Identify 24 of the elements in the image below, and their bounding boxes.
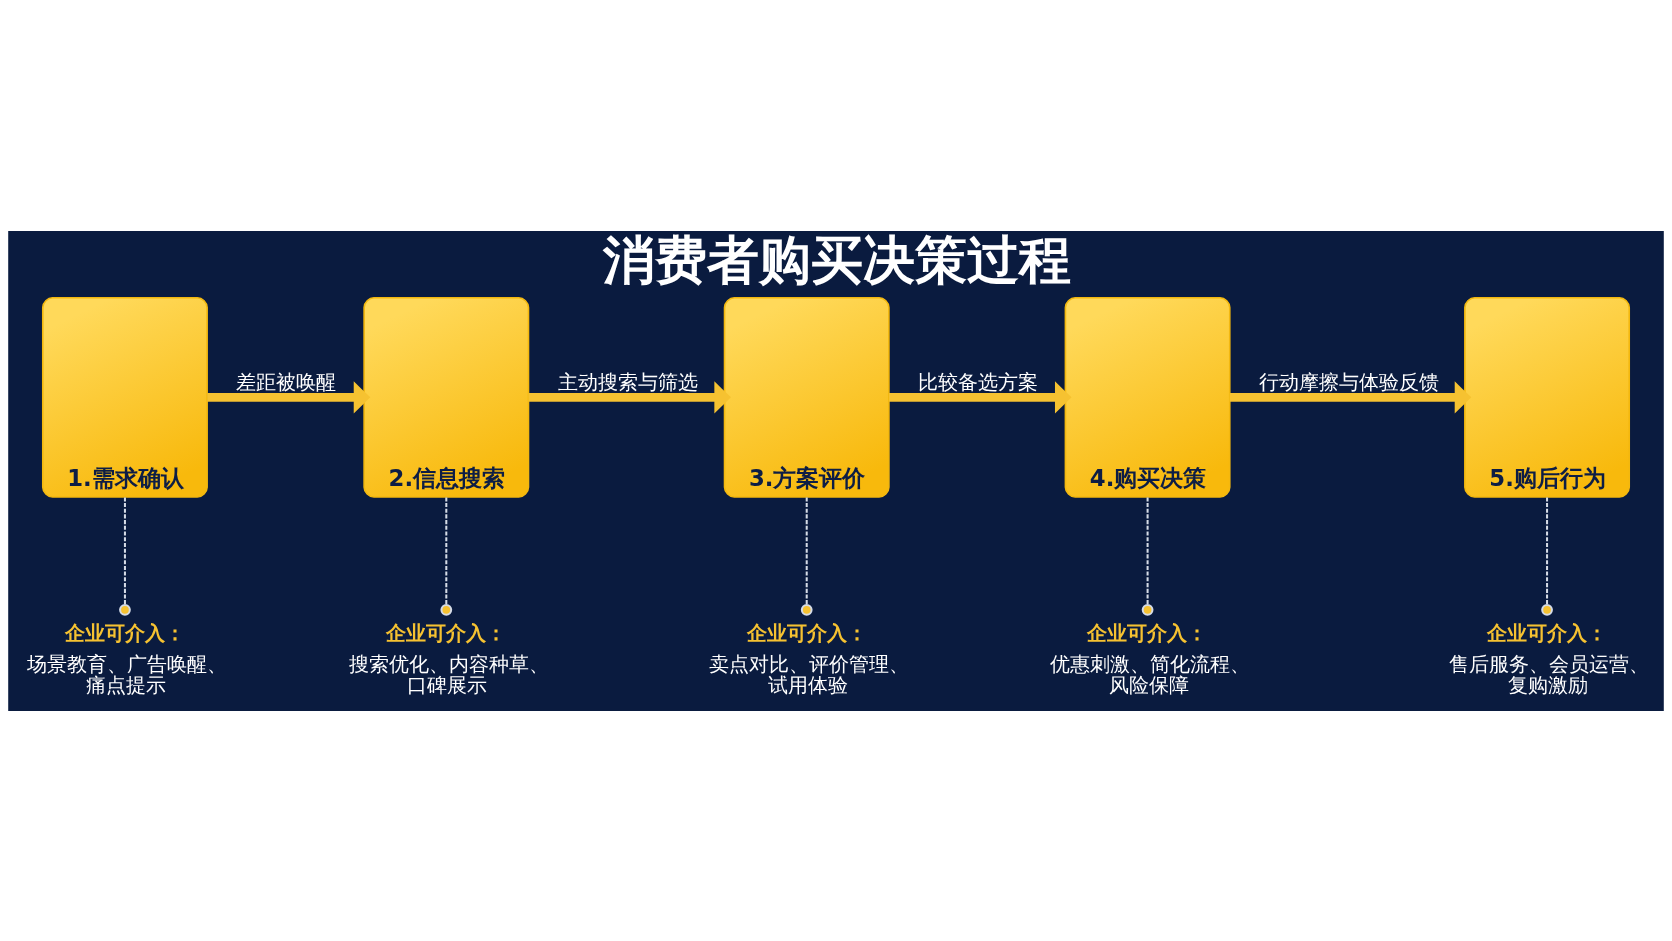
- arrow: [1229, 380, 1472, 413]
- connector: [800, 496, 813, 616]
- arrow: [207, 380, 371, 413]
- node-text: 企业可介入： 搜索优化、内容种草、口碑展示: [348, 620, 549, 697]
- diagram-title: 消费者购买决策过程: [602, 229, 1071, 290]
- node-box: 3.方案评价: [723, 296, 890, 498]
- node-box: 4.购买决策: [1064, 296, 1231, 498]
- arrow: [889, 380, 1072, 413]
- node-box: 1.需求确认: [41, 296, 208, 498]
- arrow: [528, 380, 731, 413]
- connector: [1141, 496, 1154, 616]
- edge-label: 比较备选方案: [918, 370, 1039, 394]
- node-text: 企业可介入： 售后服务、会员运营、复购激励: [1449, 620, 1650, 697]
- edge-label: 差距被唤醒: [236, 370, 337, 394]
- node-box: 2.信息搜索: [363, 296, 530, 498]
- node-box: 5.购后行为: [1464, 296, 1631, 498]
- node-text: 企业可介入： 场景教育、广告唤醒、痛点提示: [27, 620, 228, 697]
- edge-label: 行动摩擦与体验反馈: [1259, 370, 1440, 394]
- connector: [119, 496, 131, 616]
- connector: [1541, 496, 1553, 616]
- node-text: 企业可介入： 优惠刺激、简化流程、风险保障: [1049, 620, 1250, 697]
- node-text: 企业可介入： 卖点对比、评价管理、试用体验: [709, 620, 910, 697]
- edge-label: 主动搜索与筛选: [557, 370, 698, 394]
- connector: [440, 496, 453, 616]
